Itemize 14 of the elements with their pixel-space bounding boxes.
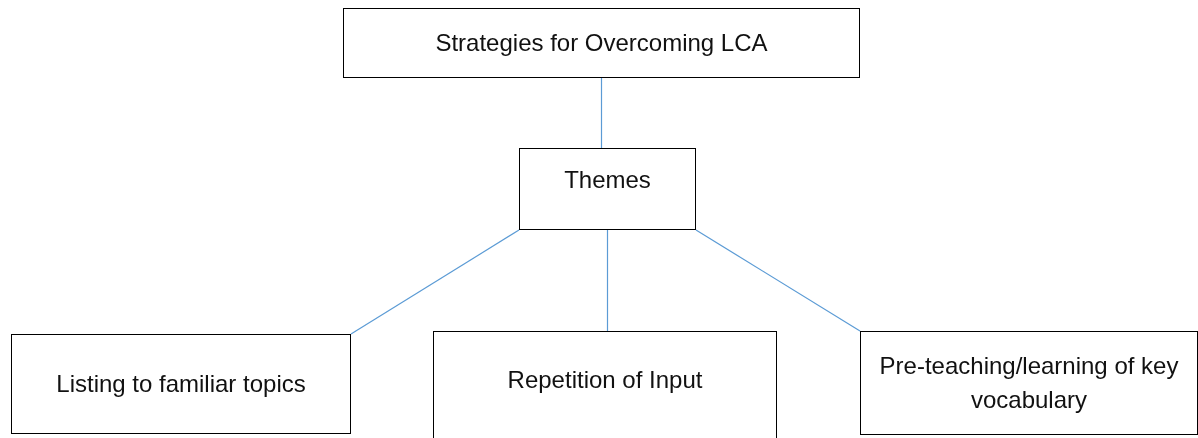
connector-line	[695, 229, 861, 332]
text-box	[519, 148, 696, 230]
connector-line	[606, 229, 609, 332]
box-label: Strategies for Overcoming LCA	[434, 28, 769, 59]
text-box	[11, 334, 351, 434]
connector-line	[600, 77, 603, 149]
box-label: Themes	[563, 165, 652, 195]
box-label: Listing to familiar topics	[55, 369, 307, 400]
box-label: Repetition of Input	[506, 364, 704, 395]
box-label: Pre-teaching/learning of key vocabulary	[878, 351, 1180, 415]
text-box	[433, 331, 777, 438]
text-box	[860, 331, 1198, 435]
connector-line	[350, 229, 520, 335]
text-box	[343, 8, 860, 78]
